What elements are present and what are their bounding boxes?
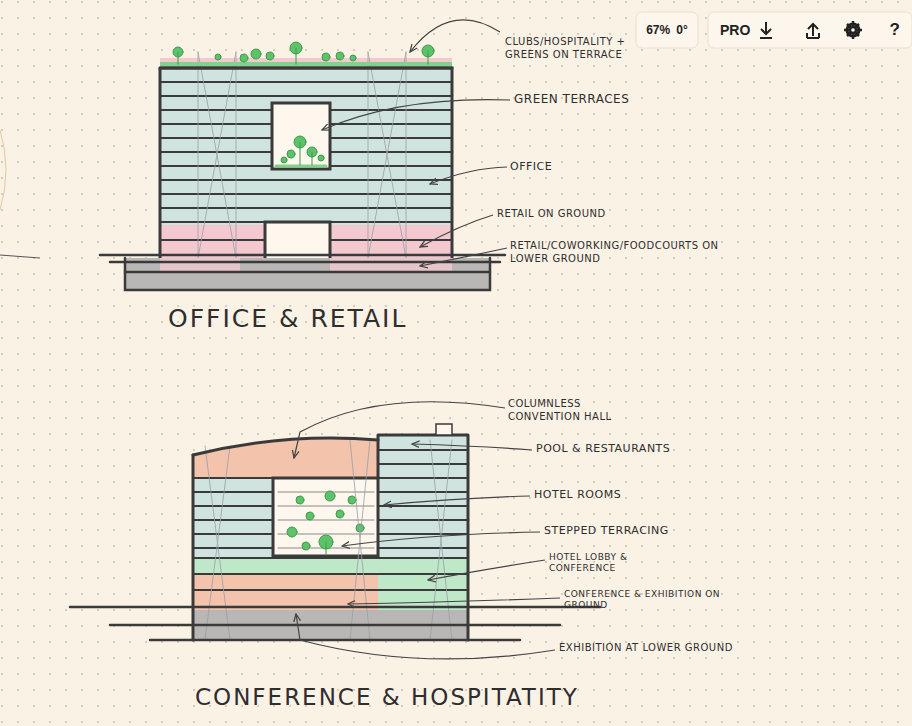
annotation-box: CONFERENCE & EXHIBITION ON GROUND (564, 589, 734, 612)
annotation-box: CLUBS/HOSPITALITY + GREENS ON TERRACE (505, 36, 640, 61)
annotation: EXHIBITION AT LOWER GROUND (559, 642, 733, 653)
annotation-box: RETAIL/COWORKING/FOODCOURTS ON LOWER GRO… (510, 240, 725, 265)
annotation-box: HOTEL LOBBY & CONFERENCE (549, 552, 669, 575)
annotation: RETAIL/COWORKING/FOODCOURTS ON LOWER GRO… (510, 240, 719, 264)
annotation: HOTEL ROOMS (534, 488, 621, 501)
annotation-box: COLUMNLESS CONVENTION HALL (508, 398, 623, 423)
annotation: CLUBS/HOSPITALITY + GREENS ON TERRACE (505, 36, 625, 60)
annotation-box: HOTEL ROOMS (534, 488, 621, 502)
zoom-rotation-pill: 67% 0° (636, 12, 698, 48)
annotation: STEPPED TERRACING (544, 524, 669, 537)
toolbar-text: 0° (676, 23, 687, 37)
section-title-box: CONFERENCE & HOSPITATITY (195, 683, 579, 712)
section-title: OFFICE & RETAIL (168, 304, 407, 333)
annotation-box: POOL & RESTAURANTS (536, 442, 670, 456)
annotation: RETAIL ON GROUND (497, 208, 606, 219)
annotation: CONFERENCE & EXHIBITION ON GROUND (564, 589, 720, 610)
toolbar-text: PRO (720, 22, 750, 38)
toolbar-pill: PRO? (708, 12, 912, 48)
section-title-box: OFFICE & RETAIL (168, 303, 407, 334)
toolbar (636, 12, 912, 48)
leader-lines (294, 20, 560, 659)
section-title: CONFERENCE & HOSPITATITY (195, 684, 579, 710)
annotation: OFFICE (510, 160, 552, 173)
office-retail-section (100, 42, 505, 290)
annotation: POOL & RESTAURANTS (536, 442, 670, 455)
annotation-box: RETAIL ON GROUND (497, 208, 606, 221)
toolbar-text: ? (890, 20, 900, 40)
annotation: COLUMNLESS CONVENTION HALL (508, 398, 612, 422)
annotation: GREEN TERRACES (514, 92, 629, 106)
annotation-box: GREEN TERRACES (514, 92, 629, 107)
annotation: HOTEL LOBBY & CONFERENCE (549, 552, 627, 573)
annotation-box: STEPPED TERRACING (544, 524, 669, 538)
conference-hospitality-section (70, 424, 600, 640)
annotation-box: OFFICE (510, 160, 552, 174)
annotation-box: EXHIBITION AT LOWER GROUND (559, 642, 733, 655)
toolbar-text: 67% (646, 23, 670, 37)
